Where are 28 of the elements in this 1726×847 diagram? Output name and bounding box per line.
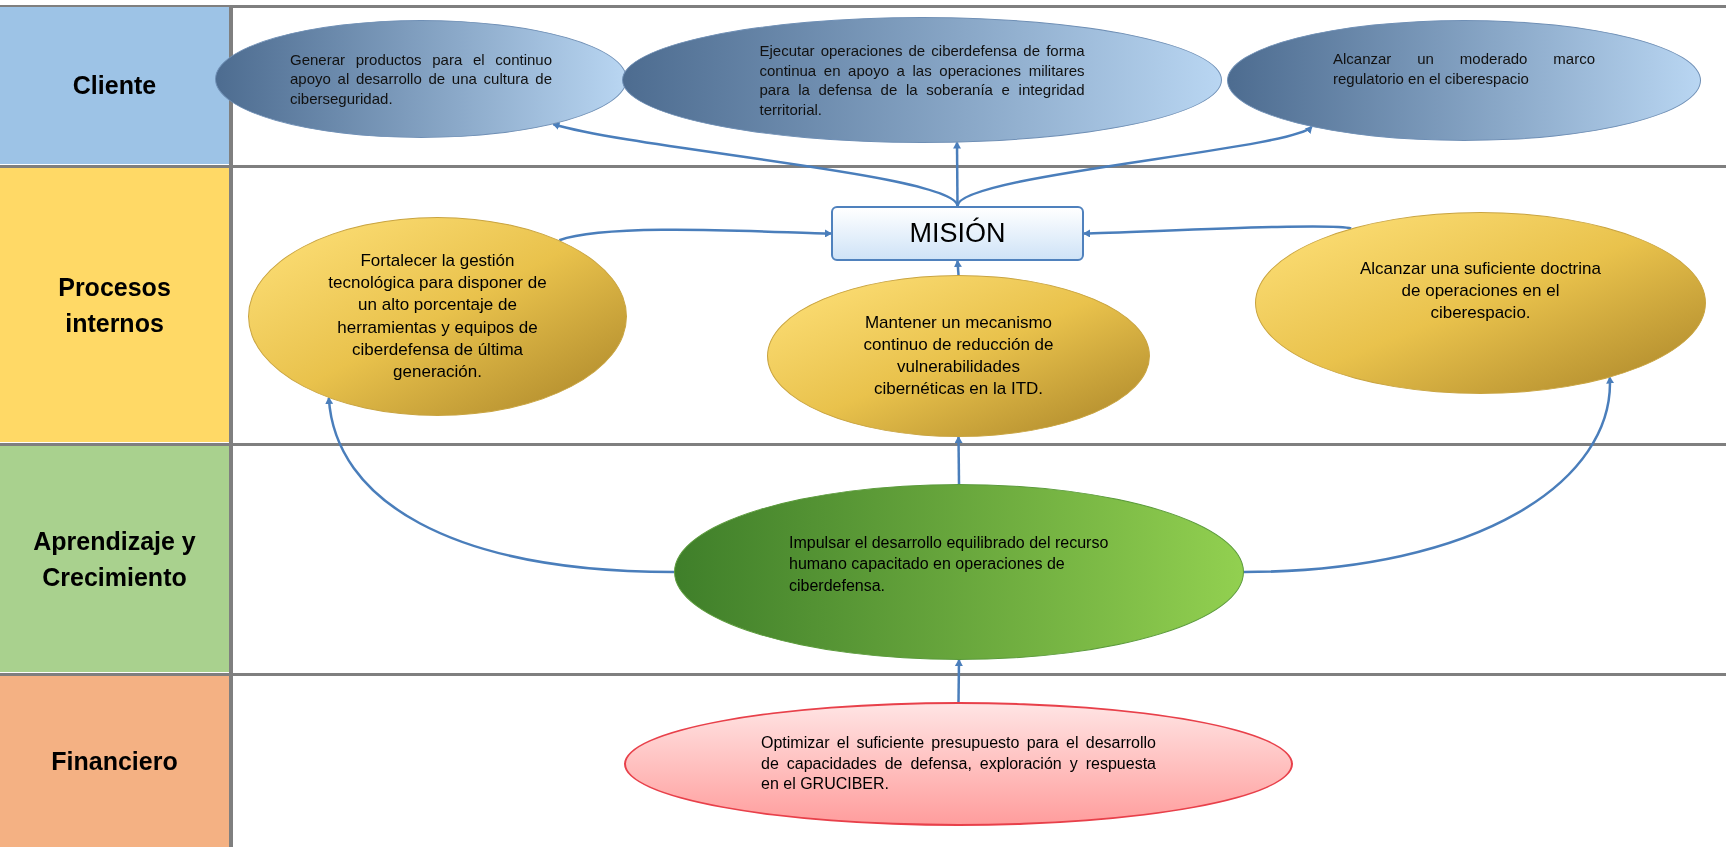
node-text: Aprendizaje y Crecimiento [32, 525, 197, 593]
row-header [0, 7, 229, 164]
row-header [0, 676, 229, 847]
arrow [559, 228, 832, 242]
node-text: Alcanzar una suficiente doctrina de operaciones en el ciberespacio. [1359, 257, 1602, 325]
node-text: MISIÓN [909, 216, 1006, 251]
arrow [325, 397, 675, 574]
node-text: Financiero [51, 746, 178, 778]
node-text: Cliente [72, 70, 157, 102]
arrow [953, 260, 962, 276]
arrow [1243, 376, 1614, 574]
row-header [0, 168, 229, 442]
node-text: Impulsar el desarrollo equilibrado del recurso humano capacitado en operaciones de ciberdefensa. [789, 532, 1110, 596]
arrow [956, 125, 1313, 207]
node-text: Ejecutar operaciones de ciberdefensa de forma continua en apoyo a las operaciones militares para la defensa de la soberanía e integridad territorial. [759, 41, 1085, 119]
arrow [1083, 225, 1352, 238]
node-text: Generar productos para el continuo apoyo al desarrollo de una cultura de ciberseguridad. [290, 49, 552, 109]
arrow [954, 436, 963, 484]
node-text: Mantener un mecanismo continuo de reducción de vulnerabilidades cibernéticas en la ITD. [862, 311, 1055, 401]
arrow [953, 141, 962, 206]
mission-box [831, 206, 1084, 261]
node-text: Procesos internos [57, 271, 172, 339]
arrow [552, 121, 959, 207]
node-text: Fortalecer la gestión tecnológica para disponer de un alto porcentaje de herramientas y equipos de ciberdefensa de última generación. [327, 250, 548, 383]
node-text: Optimizar el suficiente presupuesto para el desarrollo de capacidades de defensa, exploración y respuesta en el GRUCIBER. [761, 732, 1156, 795]
arrow [954, 659, 963, 702]
node-text: Alcanzar un moderado marco regulatorio en el ciberespacio [1333, 49, 1595, 88]
row-header [0, 446, 229, 672]
